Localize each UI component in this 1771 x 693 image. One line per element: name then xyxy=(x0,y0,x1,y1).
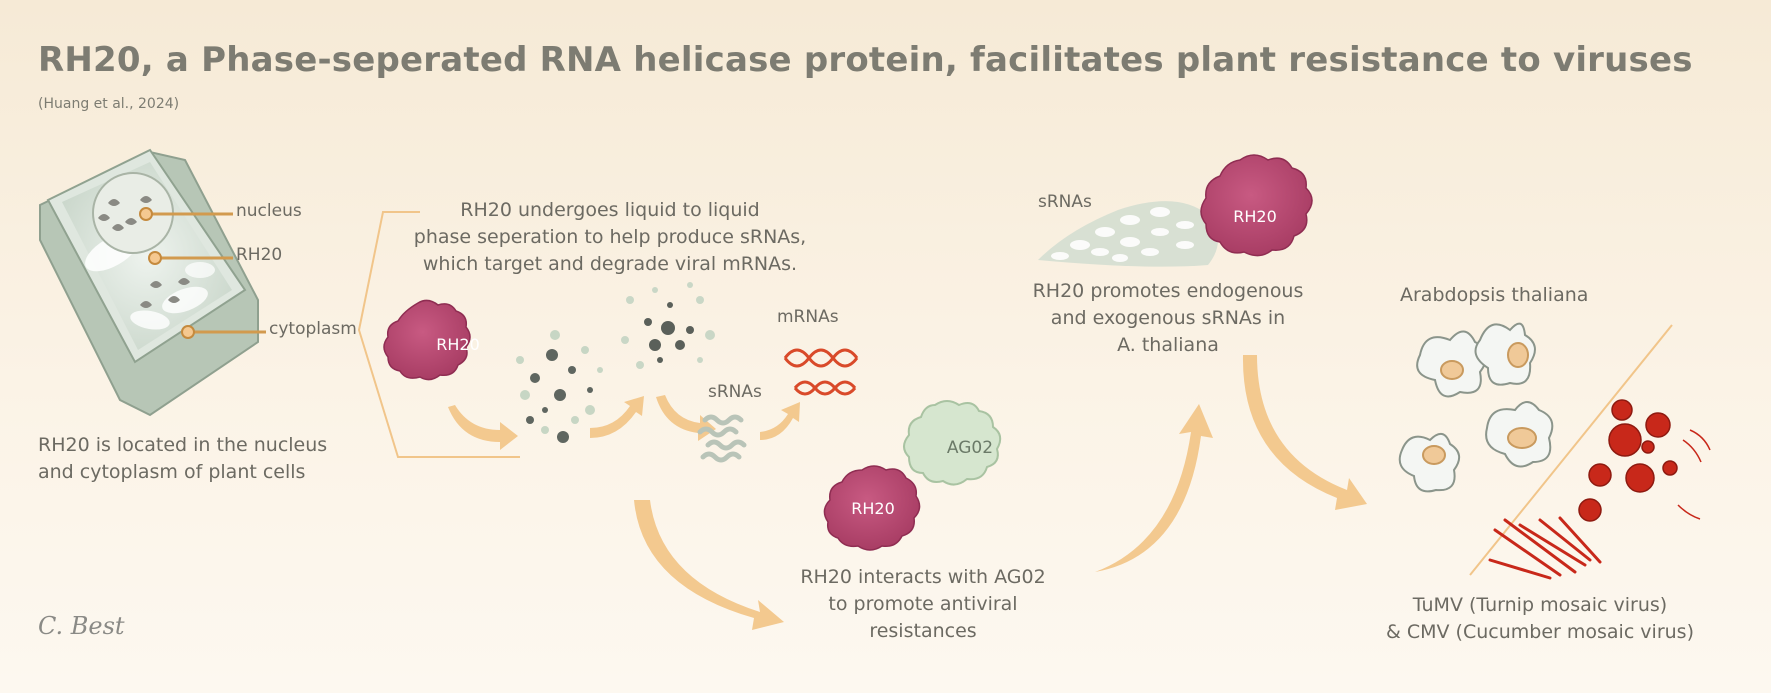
phase-arrows xyxy=(448,395,800,450)
rh20-blob-ago xyxy=(823,465,921,551)
artist-signature: C. Best xyxy=(38,612,125,640)
plant-1 xyxy=(1416,330,1488,398)
plant-3 xyxy=(1398,433,1461,493)
ago-blob xyxy=(903,400,1002,486)
mrna-helices xyxy=(783,348,859,396)
rh20-label-ago: RH20 xyxy=(851,499,895,518)
virus-motion-lines xyxy=(1677,429,1711,520)
plant-cell xyxy=(39,148,266,417)
arrow-to-plants xyxy=(1242,355,1367,510)
condensate-dots-2 xyxy=(644,302,694,363)
phase-caption: RH20 undergoes liquid to liquid phase se… xyxy=(413,199,807,275)
cell-label-rh20: RH20 xyxy=(236,245,283,265)
leader-bracket xyxy=(357,211,520,458)
srnas-squiggles xyxy=(697,414,747,463)
cell-caption: RH20 is located in the nucleus and cytop… xyxy=(38,434,328,483)
rh20-label-phase: RH20 xyxy=(436,335,480,354)
arrow-to-ago xyxy=(634,500,784,630)
divider-line xyxy=(1469,324,1673,576)
page-title: RH20, a Phase-seperated RNA helicase pro… xyxy=(38,40,1693,80)
ago-caption: RH20 interacts with AG02 to promote anti… xyxy=(800,566,1046,642)
ago-interaction: AG02 RH20 xyxy=(823,400,1002,551)
promote-caption: RH20 promotes endogenous and exogenous s… xyxy=(1032,280,1304,356)
arrow-to-promote xyxy=(1095,404,1213,572)
phase-separation: RH20 xyxy=(383,282,859,463)
srnas-label-phase: sRNAs xyxy=(708,382,762,402)
condensate-dots-1 xyxy=(526,349,593,443)
promote-srnas: RH20 xyxy=(1038,154,1313,267)
plant-4 xyxy=(1485,401,1554,468)
plant-2 xyxy=(1474,322,1536,386)
rh20-blob-promote xyxy=(1200,154,1313,257)
mrnas-label: mRNAs xyxy=(777,307,839,327)
arabidopsis-plants xyxy=(1398,322,1554,493)
virus-caption: TuMV (Turnip mosaic virus) & CMV (Cucumb… xyxy=(1386,594,1694,643)
cell-label-cytoplasm: cytoplasm xyxy=(269,319,357,339)
ago-label: AG02 xyxy=(947,438,993,458)
srnas-label-promote: sRNAs xyxy=(1038,192,1092,212)
virus-rods xyxy=(1488,516,1602,580)
citation: (Huang et al., 2024) xyxy=(38,96,180,112)
plants-title: Arabdopsis thaliana xyxy=(1400,284,1589,306)
cell-label-nucleus: nucleus xyxy=(236,201,302,221)
virus-particles xyxy=(1578,399,1678,522)
condensate-dots-1-light xyxy=(516,330,603,434)
rh20-label-promote: RH20 xyxy=(1233,207,1277,226)
condensate-dots-2-light xyxy=(621,282,715,369)
rh20-blob-phase xyxy=(383,299,471,381)
